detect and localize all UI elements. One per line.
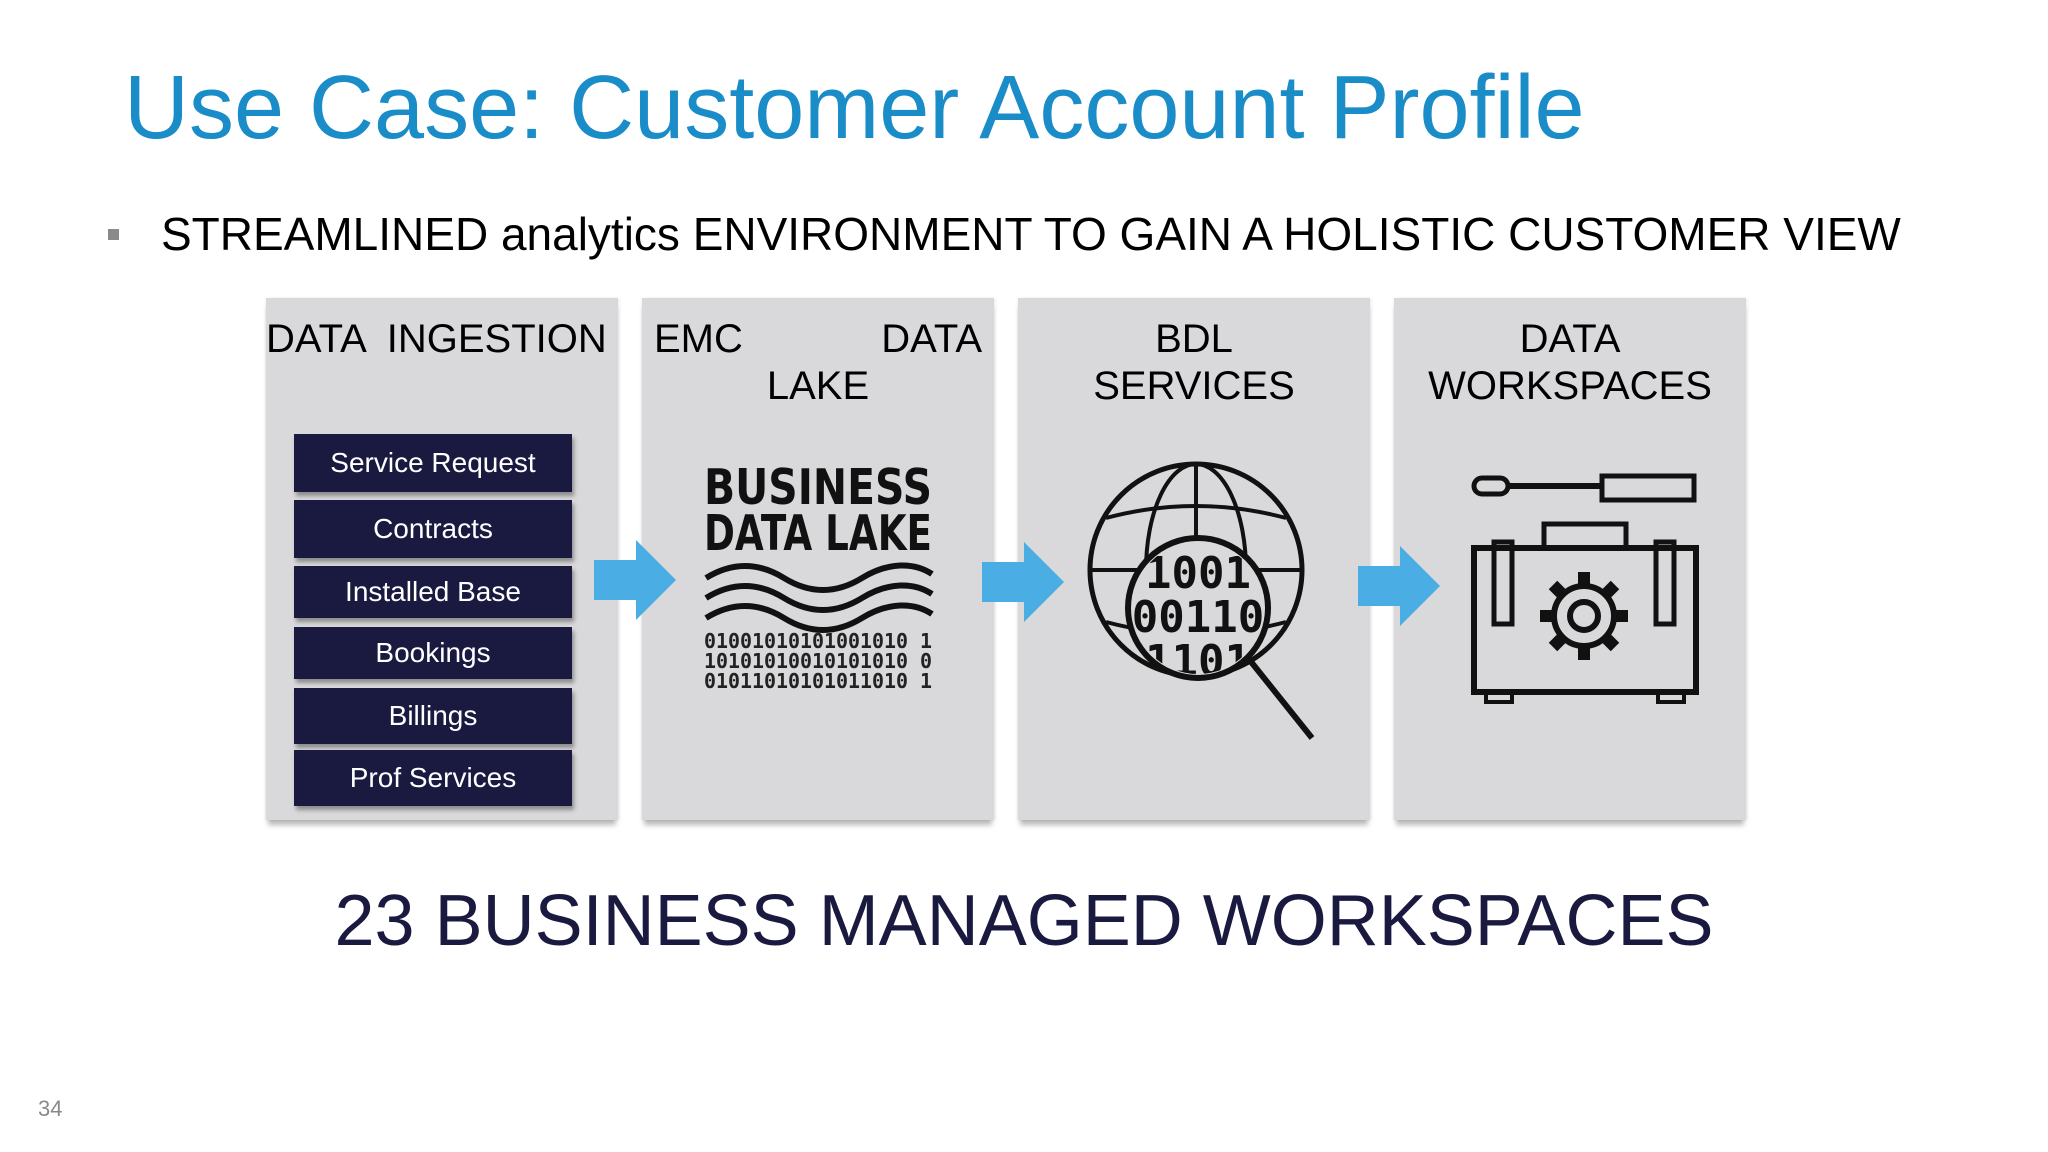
bullet-square-icon: [108, 228, 119, 240]
heading-word-bdl: BDL: [1155, 317, 1233, 361]
right-arrow-icon: [982, 542, 1064, 622]
bullet-point: STREAMLINED analytics ENVIRONMENT TO GAI…: [108, 206, 1901, 262]
heading-word-workspaces: WORKSPACES: [1428, 364, 1712, 408]
source-chip-prof-services: Prof Services: [294, 750, 572, 806]
globe-binary-row-2: 00110: [1132, 592, 1264, 643]
lake-icon-line2: DATA LAKE: [704, 505, 932, 562]
lake-binary-row-2: 10101010010101010 0: [704, 649, 932, 673]
source-chip-installed-base: Installed Base: [294, 566, 572, 618]
heading-word-services: SERVICES: [1093, 364, 1295, 408]
globe-binary-row-1: 1001: [1145, 548, 1251, 599]
lake-binary-row-1: 01001010101001010 1: [704, 629, 932, 653]
data-ingestion-heading: DATA INGESTION: [266, 317, 607, 361]
page-number: 34: [38, 1096, 63, 1121]
data-workspaces-heading: DATA WORKSPACES: [1394, 316, 1746, 410]
business-data-lake-icon: BUSINESS DATA LAKE 01001010101001010 1 1…: [704, 459, 934, 693]
heading-word-data: DATA: [1519, 317, 1621, 361]
right-arrow-icon: [594, 540, 676, 620]
bdl-services-panel: BDL SERVICES 1001 00110 1101: [1018, 298, 1370, 820]
slide-title: Use Case: Customer Account Profile: [124, 58, 1585, 158]
emc-data-lake-heading: EMC DATA LAKE: [642, 316, 994, 410]
globe-search-icon: 1001 00110 1101: [1087, 461, 1315, 740]
heading-word-data: DATA: [881, 317, 982, 361]
lake-icon-line1: BUSINESS: [704, 459, 932, 516]
data-workspaces-panel: DATA WORKSPACES: [1394, 298, 1746, 820]
source-chip-billings: Billings: [294, 688, 572, 744]
bullet-text: STREAMLINED analytics ENVIRONMENT TO GAI…: [161, 208, 1901, 260]
right-arrow-icon: [1358, 546, 1440, 626]
toolbox-icon: [1471, 473, 1699, 704]
workspaces-count-text: 23 BUSINESS MANAGED WORKSPACES: [334, 881, 1714, 961]
heading-word-emc: EMC: [654, 317, 743, 361]
source-chip-contracts: Contracts: [294, 500, 572, 558]
source-chip-service-request: Service Request: [294, 434, 572, 492]
source-chip-bookings: Bookings: [294, 627, 572, 679]
bdl-services-heading: BDL SERVICES: [1018, 316, 1370, 410]
emc-data-lake-panel: EMC DATA LAKE BUSINESS DATA LAKE 0100101…: [642, 298, 994, 820]
heading-word-lake: LAKE: [766, 364, 870, 408]
lake-binary-row-3: 01011010101011010 1: [704, 669, 932, 693]
